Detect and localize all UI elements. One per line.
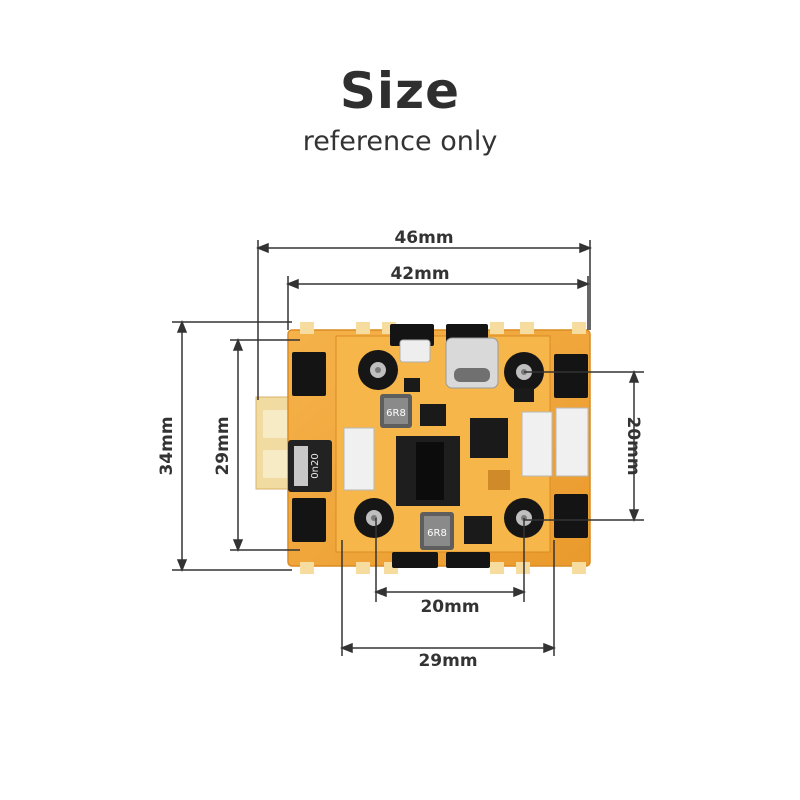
dim-label-left-inner: 29mm	[213, 416, 233, 475]
inductor-label: 6R8	[386, 408, 406, 419]
chip	[404, 378, 420, 392]
chip	[464, 516, 492, 544]
dim-label-left-outer: 34mm	[157, 416, 177, 475]
mount-holes	[354, 350, 544, 538]
chip	[514, 388, 534, 402]
dim-label-top-outer: 46mm	[394, 228, 453, 248]
solder-pad	[263, 450, 289, 478]
chip	[488, 470, 510, 490]
page-subtitle: reference only	[302, 126, 498, 157]
chip	[470, 418, 508, 458]
jst-connectors	[343, 407, 589, 491]
dim-label-bottom-inner: 20mm	[420, 597, 479, 617]
esc-board: 0n20 6R8 6R8	[255, 322, 591, 574]
capacitor-label: 0n20	[310, 453, 321, 478]
inductors: 6R8 6R8	[380, 394, 454, 550]
inductor-label: 6R8	[427, 528, 447, 539]
dimension-lines	[172, 240, 644, 656]
connector	[399, 339, 431, 363]
page-title: Size	[339, 62, 461, 120]
dim-label-right: 20mm	[623, 416, 643, 475]
dim-label-bottom-outer: 29mm	[418, 651, 477, 671]
dim-label-top-inner: 42mm	[390, 264, 449, 284]
chip	[420, 404, 446, 426]
solder-pad	[263, 410, 289, 438]
